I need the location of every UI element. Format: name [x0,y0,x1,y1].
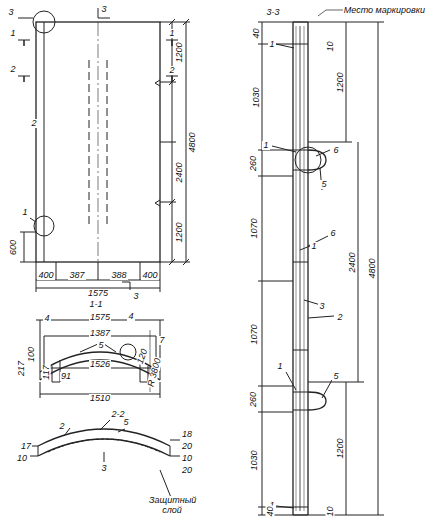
drawing-label: 2 [58,422,65,431]
drawing-label: 387 [68,271,85,280]
drawing-label: 5 [332,372,339,381]
drawing-label: 3 [100,5,107,14]
drawing-label: 18 [181,430,193,439]
drawing-label: 1030 [252,86,261,108]
drawing-label: R 3800 [147,356,164,388]
drawing-label: 10 [16,454,28,463]
drawing-label: 4800 [368,257,377,279]
drawing-label: 1510 [89,394,111,403]
drawing-label: 1 [9,29,16,38]
drawing-label: 2 [168,66,175,75]
drawing-label: 40 [265,505,274,517]
drawing-label: 400 [141,271,158,280]
drawing-label: 20 [181,466,193,475]
drawing-label: 3 [132,292,139,301]
drawing-label: 1575 [87,289,109,298]
drawing-label: 1 [276,362,283,371]
drawing-label: 20 [181,442,193,451]
drawing-label: 17 [20,442,32,451]
drawing-label: 4 [127,312,134,321]
drawing-label: 217 [18,359,27,376]
drawing-label: 1 [268,40,275,49]
drawing-label: 388 [110,271,127,280]
drawing-label: 1070 [250,217,259,239]
drawing-label: 6 [332,146,339,155]
drawing-label: 120 [136,346,150,365]
drawing-label: 10 [325,505,334,517]
drawing-label: 1200 [175,221,184,243]
drawing-label: 1-1 [88,300,103,309]
drawing-label: 3 [7,8,14,17]
drawing-label: 2 [9,65,16,74]
drawing-label: Защитный слой [148,496,196,516]
drawing-label: 2 [30,119,37,128]
drawing-label: 2400 [348,251,357,273]
drawing-label: 1 [21,208,28,217]
drawing-label: 91 [60,372,72,381]
drawing-label: 4800 [188,131,197,153]
drawing-label: 400 [37,271,54,280]
drawing-label: 1200 [336,437,345,459]
drawing-label: 260 [250,390,259,407]
drawing-label: 100 [28,345,37,362]
drawing-label: 1387 [89,329,111,338]
drawing-label: 1200 [175,41,184,63]
drawing-label: 10 [181,454,193,463]
drawing-label: 260 [250,154,259,171]
drawing-label: 4 [43,314,50,323]
drawing-label: 600 [10,238,19,255]
drawing-label: 1030 [250,449,259,471]
drawing-label: 1 [262,141,269,150]
drawing-label: 5 [320,180,327,189]
drawing-label: 1200 [336,71,345,93]
drawing-label: 5 [122,418,129,427]
drawing-label: 40 [251,27,260,39]
drawing-label: 1575 [89,313,111,322]
drawing-label: 1 [310,242,317,251]
drawing-label: 117 [41,364,50,380]
drawing-label: 3 [318,302,325,311]
drawing-label: 2400 [175,161,184,183]
drawing-label: 1070 [250,323,259,345]
drawing-label: 10 [325,40,334,52]
drawing-label: 5 [97,341,104,350]
drawing-label: 1526 [89,360,111,369]
drawing-label: Место маркировки [343,6,426,15]
drawing-label: 1 [168,29,175,38]
drawing-label: 3-3 [265,8,280,17]
drawing-label: 3 [100,464,107,473]
drawing-label: 6 [329,229,336,238]
drawing-label: 2 [336,313,343,322]
drawing-label: 7 [158,336,165,345]
